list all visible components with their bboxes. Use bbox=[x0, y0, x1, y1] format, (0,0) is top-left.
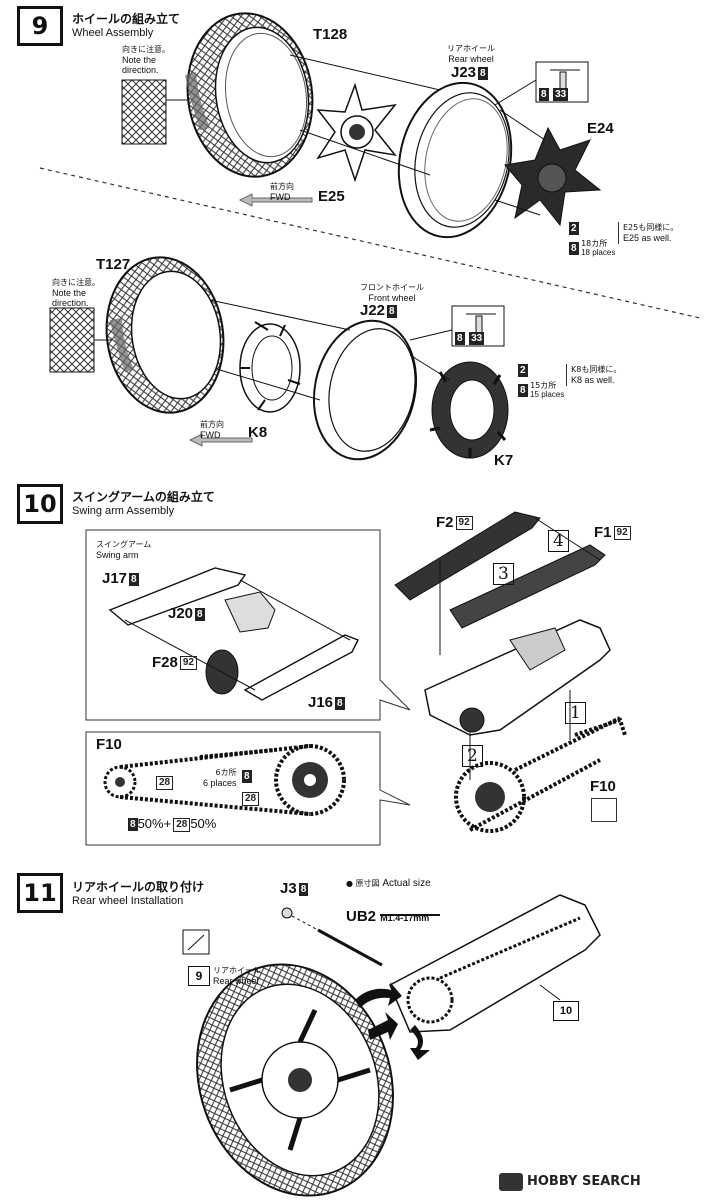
rear-tire-drawing bbox=[185, 12, 314, 178]
swing-arm-parts-drawing bbox=[108, 567, 359, 701]
ref-step-9: 9 bbox=[188, 966, 210, 986]
sprocket-color-8: 8 bbox=[242, 770, 252, 783]
watermark-text: HOBBY SEARCH bbox=[527, 1174, 641, 1189]
seq-4: 4 bbox=[548, 530, 569, 552]
rear-valve-colors: 8 33 bbox=[539, 88, 569, 101]
label-t127: T127 bbox=[96, 256, 131, 273]
seq-3: 3 bbox=[493, 563, 514, 585]
front-direction-note: 向きに注意。 Note the direction. bbox=[52, 278, 100, 308]
places6-note: 6カ所 6 places bbox=[203, 768, 237, 788]
seq-2: 2 bbox=[462, 745, 483, 767]
step-11-title-jp: リアホイールの取り付け bbox=[72, 880, 205, 894]
front-wheel-caption: フロントホイール Front wheel bbox=[360, 283, 424, 303]
hub-e24-drawing bbox=[504, 126, 602, 227]
chain-sprocket-color: 28 bbox=[154, 776, 174, 790]
front-valve-colors: 8 33 bbox=[455, 332, 485, 345]
seq-1: 1 bbox=[565, 702, 586, 724]
ref-step-10: 10 bbox=[553, 1001, 579, 1021]
chain-detail-drawing bbox=[103, 744, 346, 816]
label-ub2: UB2 M1.4-17mm bbox=[346, 908, 430, 925]
sprocket-color-28: 28 bbox=[240, 792, 260, 806]
step-11-title-en: Rear wheel Installation bbox=[72, 895, 184, 907]
fwd-rear: 前方向 FWD bbox=[270, 182, 294, 202]
hub-e25-drawing bbox=[316, 82, 397, 183]
step-9-title-jp: ホイールの組み立て bbox=[72, 12, 181, 26]
rear-wheel-installed-drawing bbox=[196, 963, 394, 1197]
actual-size-note: ● 原寸図 Actual size bbox=[346, 878, 431, 889]
label-e25: E25 bbox=[318, 188, 345, 205]
label-k7: K7 bbox=[494, 452, 514, 469]
step-11-number: 11 bbox=[17, 873, 63, 913]
step-10-title-en: Swing arm Assembly bbox=[72, 505, 175, 517]
label-f10-detail: F10 bbox=[96, 736, 122, 753]
swing-arm-caption: スイングアーム Swing arm bbox=[96, 540, 152, 560]
k8-same-note: K8も同様に。 K8 as well. bbox=[566, 364, 621, 386]
label-t128: T128 bbox=[313, 26, 348, 43]
hub-k7-drawing bbox=[429, 361, 509, 459]
front-tire-drawing bbox=[105, 256, 225, 414]
label-f10: F10 bbox=[590, 778, 616, 795]
rear-direction-note: 向きに注意。 Note the direction. bbox=[122, 45, 170, 75]
e25-same-note: E25も同様に。 E25 as well. bbox=[618, 222, 678, 244]
step-9-title-en: Wheel Assembly bbox=[72, 27, 154, 39]
f10-cut-icon bbox=[591, 798, 617, 822]
label-e24: E24 bbox=[587, 120, 614, 137]
rear-wheel-ref-caption: リアホイール Rear wheel bbox=[213, 966, 261, 986]
rear-rim-drawing bbox=[397, 81, 513, 239]
swing-arm-assembly-drawing bbox=[394, 511, 627, 833]
label-k8: K8 bbox=[248, 424, 268, 441]
step-10-number: 10 bbox=[17, 484, 63, 524]
rear-wheel-caption: リアホイール Rear wheel bbox=[447, 44, 495, 64]
step-10-title-jp: スイングアームの組み立て bbox=[72, 490, 215, 504]
front-rim-drawing bbox=[312, 319, 418, 461]
hub-k8-drawing bbox=[239, 321, 301, 413]
step-9-number: 9 bbox=[17, 6, 63, 46]
swing-arm-installed-drawing bbox=[389, 894, 601, 1033]
fwd-front: 前方向 FWD bbox=[200, 420, 224, 440]
